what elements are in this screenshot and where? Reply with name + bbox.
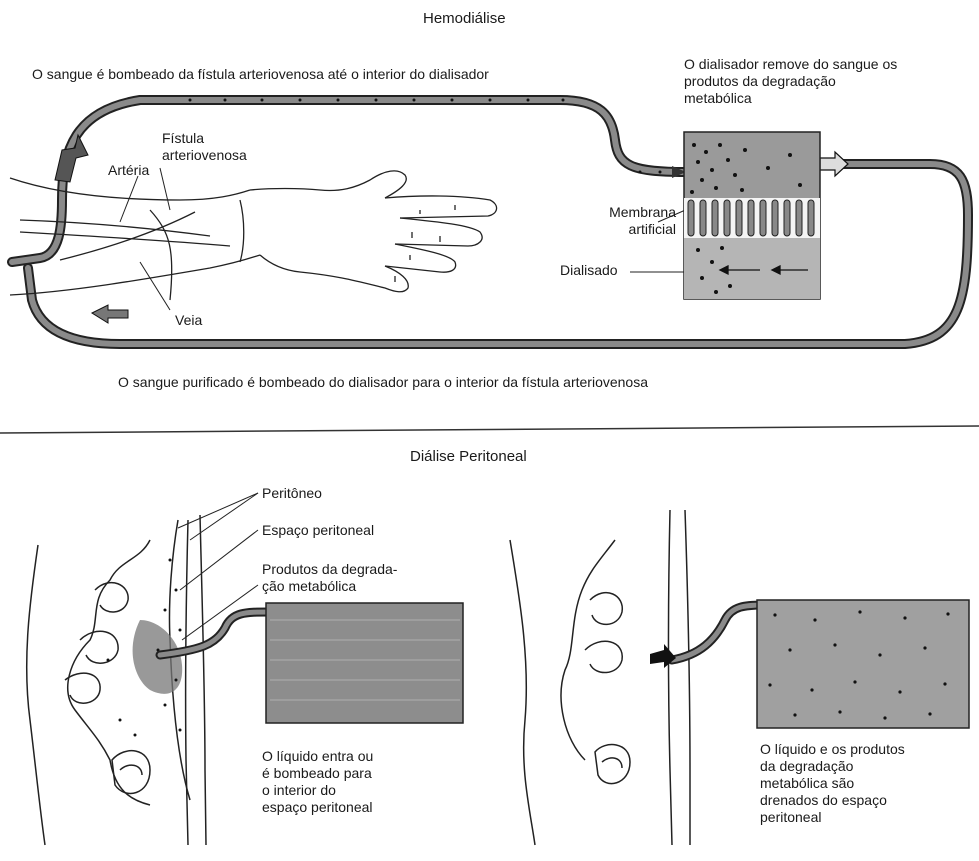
label-fistula: Fístula arteriovenosa xyxy=(162,130,282,164)
label-fluid-drained: O líquido e os produtos da degradação me… xyxy=(760,741,905,826)
label-dialyzer-removes: O dialisador remove do sangue os produto… xyxy=(684,56,904,107)
dialyzer-box xyxy=(684,132,820,299)
abdomen-drawing-right xyxy=(510,510,690,845)
peritoneal-leader-lines xyxy=(178,493,258,640)
label-purified-return: O sangue purificado é bombeado do dialis… xyxy=(118,374,908,391)
catheter-right xyxy=(672,605,765,660)
arm-hand-drawing xyxy=(10,171,497,300)
label-vein: Veia xyxy=(175,312,202,329)
peritoneal-title: Diálise Peritoneal xyxy=(410,448,527,465)
label-artery: Artéria xyxy=(108,162,149,179)
label-fluid-enters: O líquido entra ou é bombeado para o int… xyxy=(262,748,373,816)
label-pump-to-dialyzer: O sangue é bombeado da fístula arteriove… xyxy=(32,66,642,83)
hemo-leader-lines xyxy=(120,168,690,310)
hemodialysis-title: Hemodiálise xyxy=(423,10,506,27)
flow-arrow-return xyxy=(92,305,128,323)
catheter-left xyxy=(160,612,270,655)
fluid-bag-right xyxy=(757,600,969,728)
fluid-bag-left xyxy=(266,603,463,723)
label-peritoneal-space: Espaço peritoneal xyxy=(262,522,374,539)
blood-tube-loop xyxy=(12,100,968,344)
flow-arrow-out-dialyzer xyxy=(820,152,848,176)
label-peritoneum: Peritôneo xyxy=(262,485,322,502)
section-divider xyxy=(0,426,979,433)
label-dialysate: Dialisado xyxy=(560,262,618,279)
label-membrane: Membrana artificial xyxy=(592,204,676,238)
label-waste-products: Produtos da degrada- ção metabólica xyxy=(262,561,397,595)
